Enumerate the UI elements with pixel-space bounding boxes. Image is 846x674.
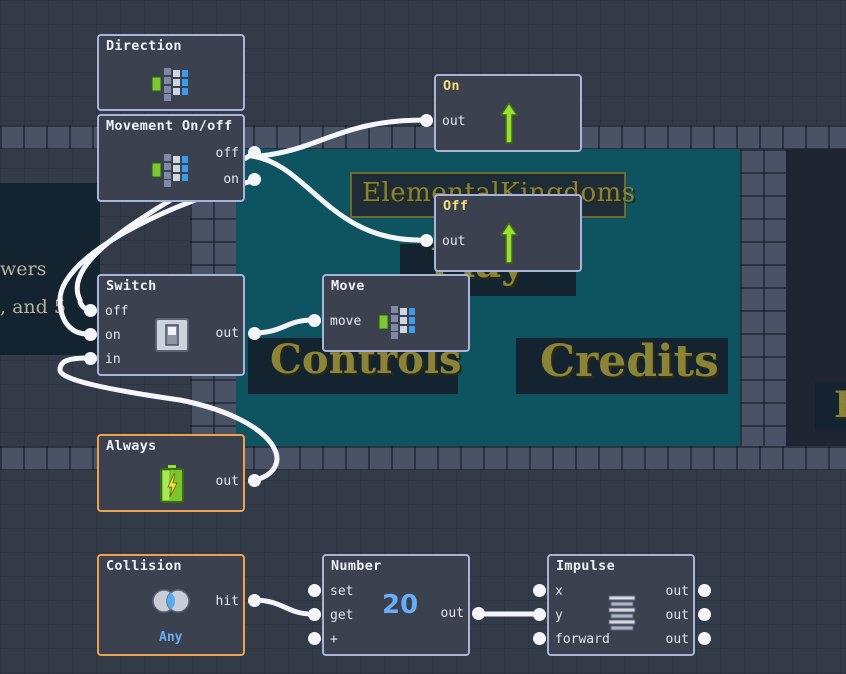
always-out-dot[interactable] bbox=[248, 474, 261, 487]
impulse-y-dot[interactable] bbox=[533, 608, 546, 621]
impulse-node[interactable]: Impulse x y forward out out out bbox=[547, 554, 695, 656]
input-port-set-label: set bbox=[330, 584, 354, 599]
output-port-off-label: off bbox=[215, 146, 239, 161]
input-port-in-label: in bbox=[105, 352, 121, 367]
output-port-label: out bbox=[442, 114, 466, 129]
output-port-2-label: out bbox=[665, 608, 689, 623]
impulse-out-3-dot[interactable] bbox=[698, 632, 711, 645]
movement-on-output-dot[interactable] bbox=[248, 173, 261, 186]
movement-off-output-dot[interactable] bbox=[248, 146, 261, 159]
node-title: Switch bbox=[106, 278, 157, 294]
node-title: On bbox=[443, 78, 460, 94]
spring-icon bbox=[608, 595, 636, 631]
collision-hit-dot[interactable] bbox=[248, 594, 261, 607]
input-port-y-label: y bbox=[555, 608, 563, 623]
output-port-1-label: out bbox=[665, 584, 689, 599]
green-arrow-up-icon bbox=[500, 222, 518, 264]
node-title: Always bbox=[106, 438, 157, 454]
switch-on-input-dot[interactable] bbox=[84, 328, 97, 341]
move-input-dot[interactable] bbox=[308, 314, 321, 327]
credits-button-text[interactable]: Credits bbox=[540, 336, 719, 387]
switch-node[interactable]: Switch off on in out bbox=[97, 274, 245, 376]
output-port-on-label: on bbox=[223, 172, 239, 187]
number-node[interactable]: Number set get + 20 out bbox=[322, 554, 470, 656]
node-title: Direction bbox=[106, 38, 182, 54]
collision-mode-label[interactable]: Any bbox=[159, 630, 183, 645]
side-text-line-2: , and 5 bbox=[0, 296, 66, 318]
switch-in-input-dot[interactable] bbox=[84, 352, 97, 365]
toggle-switch-icon bbox=[155, 318, 189, 352]
on-node[interactable]: On out bbox=[434, 74, 582, 152]
direction-node[interactable]: Direction bbox=[97, 34, 245, 111]
output-port-label: hit bbox=[215, 594, 239, 609]
node-title: Impulse bbox=[556, 558, 615, 574]
credits-button-bg bbox=[516, 338, 728, 394]
impulse-out-2-dot[interactable] bbox=[698, 608, 711, 621]
off-out-dot[interactable] bbox=[420, 234, 433, 247]
off-node[interactable]: Off out bbox=[434, 194, 582, 272]
switch-off-input-dot[interactable] bbox=[84, 304, 97, 317]
output-port-label: out bbox=[442, 234, 466, 249]
overlap-circles-icon bbox=[152, 589, 190, 613]
output-port-label: out bbox=[440, 606, 464, 621]
number-out-dot[interactable] bbox=[472, 607, 485, 620]
number-value[interactable]: 20 bbox=[382, 590, 419, 620]
flow-grid-icon bbox=[378, 306, 415, 339]
on-out-dot[interactable] bbox=[420, 114, 433, 127]
input-port-move-label: move bbox=[330, 314, 362, 329]
input-port-on-label: on bbox=[105, 328, 121, 343]
input-port-plus-label: + bbox=[330, 632, 338, 647]
number-set-dot[interactable] bbox=[308, 584, 321, 597]
node-title: Movement On/off bbox=[106, 118, 233, 134]
input-port-off-label: off bbox=[105, 304, 129, 319]
side-text-line-1: wers bbox=[0, 258, 47, 280]
movement-onoff-node[interactable]: Movement On/off off on bbox=[97, 114, 245, 202]
impulse-out-1-dot[interactable] bbox=[698, 584, 711, 597]
node-title: Move bbox=[331, 278, 365, 294]
battery-icon bbox=[160, 465, 184, 503]
node-title: Number bbox=[331, 558, 382, 574]
collision-node[interactable]: Collision hit Any bbox=[97, 554, 245, 656]
switch-out-dot[interactable] bbox=[248, 327, 261, 340]
output-port-label: out bbox=[215, 326, 239, 341]
output-port-label: out bbox=[215, 474, 239, 489]
far-right-letter: F bbox=[834, 384, 846, 426]
far-right-box bbox=[815, 382, 846, 430]
flow-grid-icon bbox=[151, 154, 188, 187]
brick-wall-right bbox=[740, 149, 786, 446]
always-node[interactable]: Always out bbox=[97, 434, 245, 512]
move-node[interactable]: Move move bbox=[322, 274, 470, 352]
output-port-3-label: out bbox=[665, 632, 689, 647]
impulse-x-dot[interactable] bbox=[533, 584, 546, 597]
node-title: Off bbox=[443, 198, 469, 214]
wire-collision-to-number bbox=[249, 597, 316, 617]
number-get-dot[interactable] bbox=[308, 608, 321, 621]
green-arrow-up-icon bbox=[500, 102, 518, 144]
number-plus-dot[interactable] bbox=[308, 632, 321, 645]
impulse-forward-dot[interactable] bbox=[533, 632, 546, 645]
input-port-get-label: get bbox=[330, 608, 354, 623]
node-title: Collision bbox=[106, 558, 182, 574]
flow-grid-icon bbox=[151, 68, 188, 101]
input-port-forward-label: forward bbox=[555, 632, 610, 647]
input-port-x-label: x bbox=[555, 584, 563, 599]
